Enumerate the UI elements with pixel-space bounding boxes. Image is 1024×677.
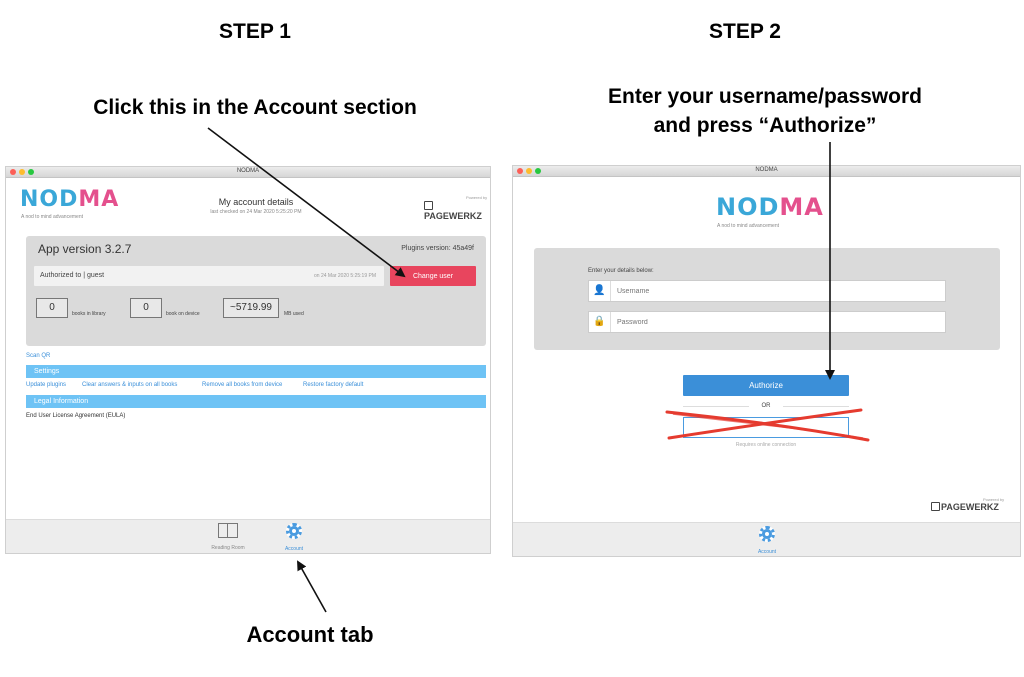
lock-icon: 🔒 — [589, 312, 611, 332]
arrow-to-account-tab — [297, 560, 327, 613]
powered-by-label: Powered by — [466, 195, 488, 200]
instruction-authorize-line2: and press “Authorize” — [653, 114, 877, 137]
tab-account[interactable]: Account — [264, 523, 324, 552]
arrow-to-change-user — [207, 127, 406, 278]
restore-factory-link[interactable]: Restore factory default — [303, 382, 364, 388]
online-login-button[interactable] — [683, 417, 849, 438]
window-titlebar: NODMA — [513, 166, 1020, 177]
nodma-logo: NODMA — [716, 193, 824, 221]
step1-heading: STEP 1 — [219, 20, 291, 43]
logo-tagline: A nod to mind advancement — [21, 214, 83, 220]
pagewerkz-logo: PAGEWERKZ — [931, 502, 999, 512]
password-field[interactable]: 🔒 — [588, 311, 946, 333]
logo-part-nod: NOD — [20, 187, 79, 212]
account-panel: App version 3.2.7 Plugins version: 45a49… — [26, 236, 486, 346]
pagewerkz-mark-icon — [424, 201, 433, 210]
user-icon: 👤 — [589, 281, 611, 301]
gear-icon — [286, 523, 302, 539]
eula-link[interactable]: End User License Agreement (EULA) — [26, 413, 126, 419]
books-on-device-label: book on device — [166, 311, 200, 317]
username-input[interactable] — [617, 285, 917, 297]
bottom-tab-bar: Account — [513, 522, 1020, 556]
red-cross-mark — [665, 408, 870, 442]
powered-by-label: Powered by — [983, 497, 1005, 502]
pagewerkz-mark-icon — [931, 502, 940, 511]
pagewerkz-text: PAGEWERKZ — [424, 211, 482, 221]
settings-section-header: Settings — [26, 365, 486, 378]
instruction-authorize-line1: Enter your username/password — [608, 85, 922, 108]
authorization-bar: Authorized to | guest on 24 Mar 2020 5:2… — [34, 266, 384, 286]
logo-part-ma: MA — [779, 193, 824, 221]
legal-section-header: Legal Information — [26, 395, 486, 408]
or-divider-left — [683, 406, 749, 407]
tab-account[interactable]: Account — [737, 526, 797, 555]
username-field[interactable]: 👤 — [588, 280, 946, 302]
books-in-library-count: 0 — [36, 298, 68, 318]
authorize-button[interactable]: Authorize — [683, 375, 849, 396]
step2-heading: STEP 2 — [709, 20, 781, 43]
page-title: My account details — [218, 197, 294, 207]
password-input[interactable] — [617, 316, 917, 328]
details-label: Enter your details below: — [588, 268, 654, 274]
close-window-button[interactable] — [517, 168, 523, 174]
pagewerkz-logo: PAGEWERKZ — [424, 201, 490, 221]
account-window: NODMA NODMA A nod to mind advancement My… — [5, 166, 491, 554]
logo-part-nod: NOD — [716, 193, 780, 221]
instruction-authorize: Enter your username/password and press “… — [560, 82, 970, 140]
instruction-account-tab: Account tab — [246, 622, 374, 647]
tab-reading-room-label: Reading Room — [211, 545, 245, 551]
nodma-logo: NODMA — [20, 187, 119, 212]
app-version: App version 3.2.7 — [38, 242, 132, 256]
remove-books-link[interactable]: Remove all books from device — [202, 382, 283, 388]
tab-reading-room[interactable]: Reading Room — [198, 523, 258, 551]
authorized-date: on 24 Mar 2020 5:25:19 PM — [314, 273, 376, 279]
plugins-version: Plugins version: 45a49f — [401, 245, 474, 252]
maximize-window-button[interactable] — [28, 169, 34, 175]
clear-answers-link[interactable]: Clear answers & inputs on all books — [82, 382, 178, 388]
gear-icon — [759, 526, 775, 542]
minimize-window-button[interactable] — [526, 168, 532, 174]
authorized-to-label: Authorized to | guest — [40, 272, 105, 279]
tab-account-label: Account — [757, 549, 777, 555]
change-user-button[interactable]: Change user — [390, 266, 476, 286]
login-window: NODMA NODMA A nod to mind advancement En… — [512, 165, 1021, 557]
mb-used-count: ~5719.99 — [223, 298, 279, 318]
login-panel: Enter your details below: 👤 🔒 — [534, 248, 1000, 350]
window-titlebar: NODMA — [6, 167, 490, 178]
or-divider-right — [783, 406, 849, 407]
close-window-button[interactable] — [10, 169, 16, 175]
requires-online-text: Requires online connection — [735, 442, 797, 448]
logo-part-ma: MA — [78, 187, 120, 212]
mb-used-label: MB used — [284, 311, 304, 317]
window-title: NODMA — [755, 167, 778, 173]
bottom-tab-bar: Reading Room Account — [6, 519, 490, 553]
logo-tagline: A nod to mind advancement — [717, 223, 779, 229]
books-in-library-label: books in library — [72, 311, 106, 317]
minimize-window-button[interactable] — [19, 169, 25, 175]
window-title: NODMA — [236, 168, 260, 174]
maximize-window-button[interactable] — [535, 168, 541, 174]
book-icon — [218, 523, 238, 538]
tab-account-label: Account — [284, 546, 304, 552]
books-on-device-count: 0 — [130, 298, 162, 318]
scan-qr-link[interactable]: Scan QR — [26, 353, 51, 359]
last-checked-text: last checked on 24 Mar 2020 5:25:20 PM — [210, 209, 302, 215]
instruction-change-user: Click this in the Account section — [93, 96, 417, 119]
or-divider-text: OR — [761, 403, 771, 409]
update-plugins-link[interactable]: Update plugins — [26, 382, 67, 388]
pagewerkz-text: PAGEWERKZ — [941, 502, 999, 512]
